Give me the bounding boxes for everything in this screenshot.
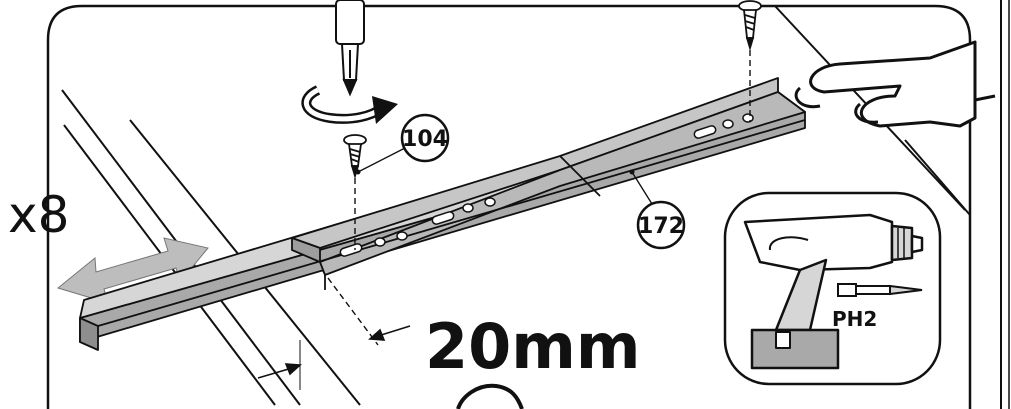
drawer-slide-rail [79,77,806,351]
screwdriver-icon [335,0,365,97]
drill-bit-label: PH2 [832,307,877,331]
measurement-label: 20mm [425,310,641,383]
callout-172-label: 172 [638,214,684,239]
screw-icon-top [738,0,762,52]
callout-172: 172 [629,169,686,250]
power-drill-icon [743,213,924,370]
callout-104: 104 [355,113,450,175]
drill-inset: PH2 [723,191,942,386]
measurement-dimension-arrows [257,325,411,390]
callout-104-label: 104 [402,127,448,152]
drill-bit-icon [837,283,923,297]
screw-guide-lines [321,50,751,346]
rail-mounting-slots [339,113,754,257]
quantity-multiplier: x8 [8,186,69,244]
panel-frame [46,4,972,409]
hand-partial-icon [456,383,524,409]
rotation-arrow-icon [301,85,398,124]
pointing-hand-icon [794,40,996,128]
